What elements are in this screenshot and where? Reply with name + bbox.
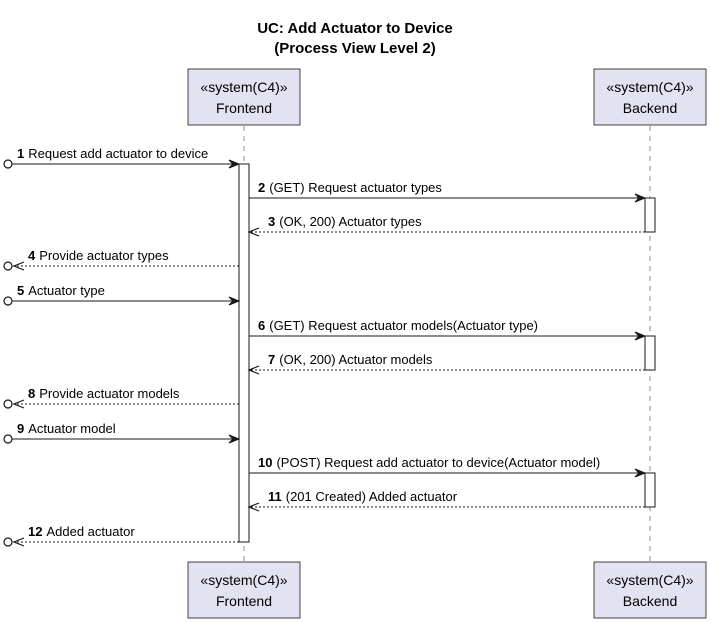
message-label: 3 (OK, 200) Actuator types bbox=[268, 214, 422, 229]
message-text: (OK, 200) Actuator types bbox=[279, 214, 422, 229]
message-label: 7 (OK, 200) Actuator models bbox=[268, 352, 433, 367]
message-text: (POST) Request add actuator to device(Ac… bbox=[276, 455, 600, 470]
frontend-name-top: Frontend bbox=[216, 100, 272, 116]
backend-name-bottom: Backend bbox=[623, 593, 677, 609]
frontend-stereotype-bottom: «system(C4)» bbox=[200, 572, 287, 588]
arrowhead bbox=[634, 193, 647, 203]
diagram-title-line2: (Process View Level 2) bbox=[274, 40, 435, 57]
arrowhead bbox=[12, 537, 25, 547]
backend-activation-2 bbox=[644, 335, 656, 371]
message-label: 12 Added actuator bbox=[28, 524, 135, 539]
external-endpoint-circle bbox=[3, 537, 13, 547]
arrowhead bbox=[247, 502, 260, 512]
message-text: Provide actuator types bbox=[39, 248, 169, 263]
message-3: 3 (OK, 200) Actuator types bbox=[247, 214, 645, 237]
message-label: 10 (POST) Request add actuator to device(… bbox=[258, 455, 600, 470]
message-text: (OK, 200) Actuator models bbox=[279, 352, 433, 367]
backend-activation-1 bbox=[644, 197, 656, 233]
message-10: 10 (POST) Request add actuator to device(… bbox=[249, 455, 647, 478]
message-number: 1 bbox=[17, 146, 24, 161]
message-number: 2 bbox=[258, 180, 265, 195]
frontend-participant-top: «system(C4)» Frontend bbox=[187, 68, 301, 126]
arrowhead bbox=[12, 261, 25, 271]
arrowhead bbox=[247, 365, 260, 375]
arrowhead bbox=[228, 296, 241, 306]
frontend-activation bbox=[238, 163, 250, 543]
message-1: 1 Request add actuator to device bbox=[3, 146, 241, 169]
external-endpoint-circle bbox=[3, 261, 13, 271]
message-text: Added actuator bbox=[46, 524, 135, 539]
message-label: 5 Actuator type bbox=[17, 283, 105, 298]
message-number: 12 bbox=[28, 524, 42, 539]
backend-name-top: Backend bbox=[623, 100, 677, 116]
arrowhead bbox=[12, 399, 25, 409]
message-text: (GET) Request actuator types bbox=[269, 180, 442, 195]
external-endpoint-circle bbox=[3, 159, 13, 169]
arrowhead bbox=[634, 331, 647, 341]
message-label: 1 Request add actuator to device bbox=[17, 146, 208, 161]
message-12: 12 Added actuator bbox=[3, 524, 239, 547]
frontend-participant-bottom: «system(C4)» Frontend bbox=[187, 561, 301, 619]
external-endpoint-circle bbox=[3, 434, 13, 444]
message-2: 2 (GET) Request actuator types bbox=[249, 180, 647, 203]
message-text: (201 Created) Added actuator bbox=[286, 489, 458, 504]
message-6: 6 (GET) Request actuator models(Actuator … bbox=[249, 318, 647, 341]
message-label: 8 Provide actuator models bbox=[28, 386, 180, 401]
messages: 1 Request add actuator to device 2 (GET) Re… bbox=[3, 146, 647, 547]
arrowhead bbox=[228, 434, 241, 444]
backend-activation-3 bbox=[644, 472, 656, 508]
diagram-title-line1: UC: Add Actuator to Device bbox=[257, 20, 453, 37]
backend-participant-top: «system(C4)» Backend bbox=[593, 68, 707, 126]
message-5: 5 Actuator type bbox=[3, 283, 241, 306]
message-11: 11 (201 Created) Added actuator bbox=[247, 489, 645, 512]
frontend-name-bottom: Frontend bbox=[216, 593, 272, 609]
message-number: 3 bbox=[268, 214, 275, 229]
backend-stereotype-bottom: «system(C4)» bbox=[606, 572, 693, 588]
message-text: Actuator model bbox=[28, 421, 116, 436]
message-text: Provide actuator models bbox=[39, 386, 180, 401]
message-label: 2 (GET) Request actuator types bbox=[258, 180, 442, 195]
message-label: 6 (GET) Request actuator models(Actuator … bbox=[258, 318, 538, 333]
message-text: Actuator type bbox=[28, 283, 105, 298]
external-endpoint-circle bbox=[3, 296, 13, 306]
message-number: 6 bbox=[258, 318, 265, 333]
message-number: 11 bbox=[268, 489, 282, 504]
message-9: 9 Actuator model bbox=[3, 421, 241, 444]
message-number: 4 bbox=[28, 248, 36, 263]
message-number: 8 bbox=[28, 386, 35, 401]
frontend-stereotype-top: «system(C4)» bbox=[200, 79, 287, 95]
backend-participant-bottom: «system(C4)» Backend bbox=[593, 561, 707, 619]
message-number: 10 bbox=[258, 455, 272, 470]
message-number: 9 bbox=[17, 421, 24, 436]
arrowhead bbox=[228, 159, 241, 169]
message-text: (GET) Request actuator models(Actuator t… bbox=[269, 318, 538, 333]
message-number: 7 bbox=[268, 352, 275, 367]
message-text: Request add actuator to device bbox=[28, 146, 208, 161]
message-number: 5 bbox=[17, 283, 24, 298]
external-endpoint-circle bbox=[3, 399, 13, 409]
arrowhead bbox=[247, 227, 260, 237]
message-label: 11 (201 Created) Added actuator bbox=[268, 489, 458, 504]
message-label: 9 Actuator model bbox=[17, 421, 116, 436]
backend-stereotype-top: «system(C4)» bbox=[606, 79, 693, 95]
message-7: 7 (OK, 200) Actuator models bbox=[247, 352, 645, 375]
arrowhead bbox=[634, 468, 647, 478]
message-8: 8 Provide actuator models bbox=[3, 386, 239, 409]
